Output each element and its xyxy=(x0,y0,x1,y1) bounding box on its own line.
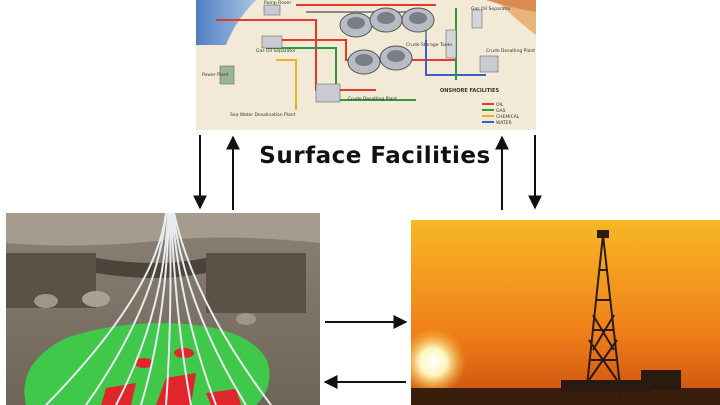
legend-oil-label: OIL xyxy=(496,102,504,108)
legend-gas-label: GAS xyxy=(496,108,506,114)
sea-area xyxy=(196,0,256,45)
gas-oil-separator-right-label: Gas Oil Separator xyxy=(471,6,511,12)
legend-water-label: WATER xyxy=(496,120,512,126)
pump-room-label: Pump Room xyxy=(264,0,291,6)
boulder xyxy=(34,294,58,308)
reservoir-wells-image xyxy=(6,213,320,405)
boulder xyxy=(236,313,256,325)
crude-desalting-plant-label: Crude Desalting Plant xyxy=(348,96,397,102)
sun xyxy=(411,328,467,396)
gas-oil-separator-label: Gas Oil Separator xyxy=(256,48,296,54)
legend-chemical-label: CHEMICAL xyxy=(496,114,520,120)
pipe-legend: OIL GAS CHEMICAL WATER xyxy=(482,102,520,126)
diagram-title: Surface Facilities xyxy=(259,143,491,169)
crude-storage-tanks-label: Crude Storage Tanks xyxy=(406,42,453,48)
surface-facilities-image: Pump Room Gas Oil Separator Gas Oil Sepa… xyxy=(196,0,536,130)
onshore-facilities-label: ONSHORE FACILITIES xyxy=(440,88,499,94)
drilling-rig-image xyxy=(411,220,720,405)
well-paths xyxy=(45,213,272,405)
boulder xyxy=(82,291,110,307)
sea-water-plant-label: Sea Water Desalination Plant xyxy=(230,112,296,118)
crude-desalting-plant-right-label: Crude Desalting Plant xyxy=(486,48,535,54)
power-plant-label: Power Plant xyxy=(202,72,229,78)
